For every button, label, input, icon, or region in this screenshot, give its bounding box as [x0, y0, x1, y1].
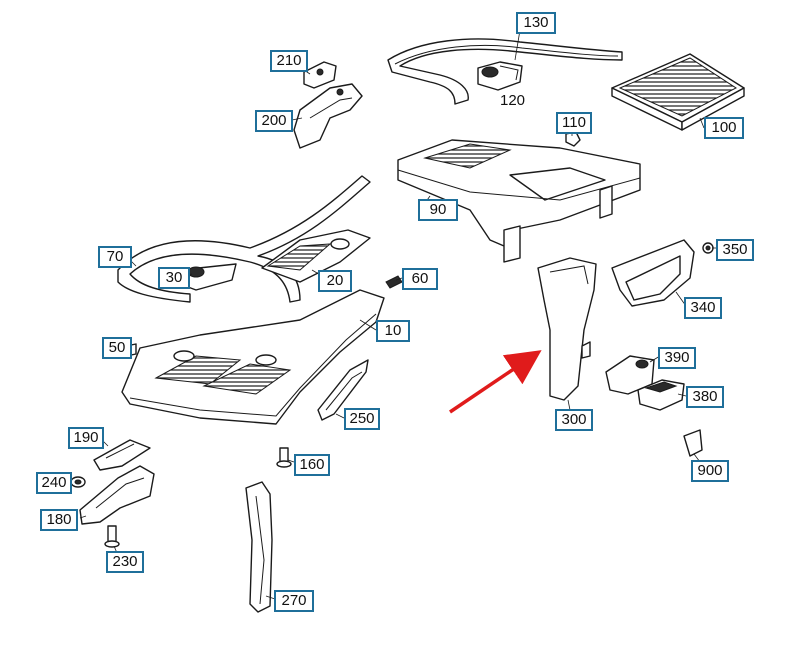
callout-70: 70 [98, 246, 132, 268]
callout-210: 210 [270, 50, 308, 72]
part-390-actuator [605, 355, 655, 395]
part-100-filter [611, 53, 745, 131]
part-180-bracket [79, 465, 155, 525]
part-340-duct [611, 239, 695, 307]
part-20-panel [261, 229, 371, 283]
callout-390: 390 [658, 347, 696, 369]
callout-50: 50 [102, 337, 132, 359]
part-380-module [637, 379, 685, 411]
part-250-strip [317, 359, 369, 421]
callout-60: 60 [402, 268, 438, 290]
part-160-bolt [276, 447, 292, 468]
part-90-housing [397, 139, 641, 263]
callout-20: 20 [318, 270, 352, 292]
callout-90: 90 [418, 199, 458, 221]
part-240-nut [70, 476, 86, 488]
callout-120: 120 [500, 92, 526, 109]
callout-300: 300 [555, 409, 593, 431]
part-10-cowl-cover [121, 289, 385, 425]
pointer-arrow [449, 350, 542, 414]
part-230-bolt [104, 525, 120, 548]
part-190-bracket [93, 439, 151, 471]
part-900-sensor [683, 429, 703, 457]
callout-250: 250 [344, 408, 380, 430]
part-130-seal [387, 38, 623, 105]
callout-240: 240 [36, 472, 72, 494]
callout-270: 270 [274, 590, 314, 612]
callout-30: 30 [158, 267, 190, 289]
callout-100: 100 [704, 117, 744, 139]
part-350-nut [702, 242, 714, 254]
callout-230: 230 [106, 551, 144, 573]
callout-130: 130 [516, 12, 556, 34]
part-300-air-duct [537, 257, 597, 401]
part-210-bracket [303, 61, 337, 89]
callout-160: 160 [294, 454, 330, 476]
leader-lines [70, 29, 716, 601]
callout-350: 350 [716, 239, 754, 261]
callout-380: 380 [686, 386, 724, 408]
callout-180: 180 [40, 509, 78, 531]
callout-900: 900 [691, 460, 729, 482]
part-270-pillar [245, 481, 273, 613]
part-110-clip [565, 131, 581, 147]
callout-10: 10 [376, 320, 410, 342]
callout-340: 340 [684, 297, 722, 319]
part-200-bracket [293, 83, 363, 149]
callout-110: 110 [556, 112, 592, 134]
callout-200: 200 [255, 110, 293, 132]
part-70-seal-frame [117, 175, 371, 303]
callout-190: 190 [68, 427, 104, 449]
part-120-motor [477, 61, 523, 91]
part-60-clip [385, 275, 403, 289]
